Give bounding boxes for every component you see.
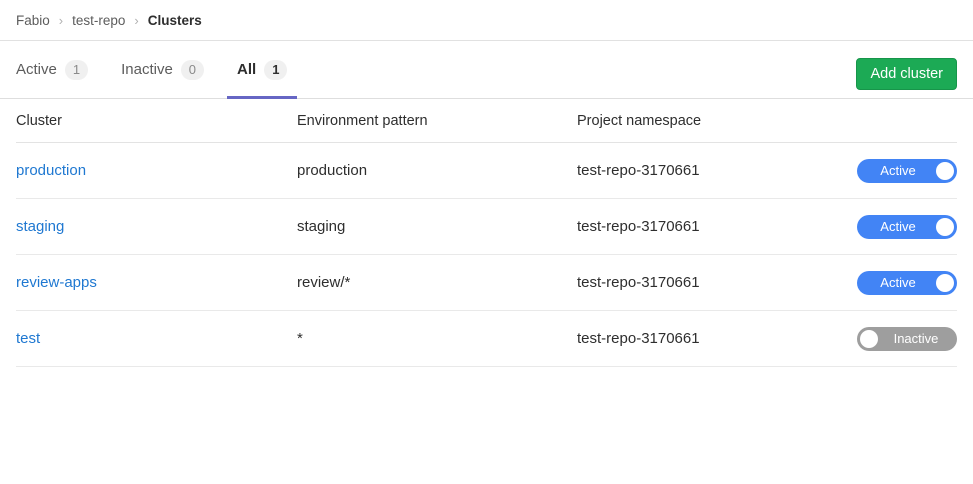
- tab-inactive-label: Inactive: [121, 61, 173, 78]
- toggle-knob-icon: [936, 161, 954, 180]
- table-row: production production test-repo-3170661 …: [16, 143, 957, 199]
- toggle-knob-icon: [936, 217, 954, 236]
- cluster-name-link[interactable]: production: [16, 162, 87, 179]
- environment-pattern-cell: staging: [297, 218, 346, 235]
- breadcrumb: Fabio › test-repo › Clusters: [0, 0, 973, 41]
- cluster-status-toggle[interactable]: Inactive: [857, 326, 957, 351]
- tab-all-label: All: [237, 61, 257, 78]
- toggle-knob-icon: [860, 329, 878, 348]
- environment-pattern-cell: production: [297, 162, 368, 179]
- table-row: test * test-repo-3170661 Inactive: [16, 311, 957, 367]
- cluster-status-toggle[interactable]: Active: [857, 270, 957, 295]
- tab-all[interactable]: All 1: [227, 41, 298, 99]
- toggle-label: Active: [880, 219, 916, 234]
- project-namespace-cell: test-repo-3170661: [577, 274, 700, 291]
- toggle-knob-icon: [936, 273, 954, 292]
- project-namespace-cell: test-repo-3170661: [577, 218, 700, 235]
- project-namespace-cell: test-repo-3170661: [577, 162, 700, 179]
- tab-active-label: Active: [16, 61, 57, 78]
- clusters-table: Cluster Environment pattern Project name…: [0, 99, 973, 367]
- cluster-name-link[interactable]: review-apps: [16, 274, 97, 291]
- table-row: review-apps review/* test-repo-3170661 A…: [16, 255, 957, 311]
- column-header-cluster: Cluster: [16, 112, 62, 129]
- cluster-status-toggle[interactable]: Active: [857, 214, 957, 239]
- add-cluster-button[interactable]: Add cluster: [856, 58, 957, 90]
- cluster-name-link[interactable]: staging: [16, 218, 65, 235]
- tab-active[interactable]: Active 1: [6, 41, 98, 98]
- toggle-label: Active: [880, 275, 916, 290]
- table-header-row: Cluster Environment pattern Project name…: [16, 99, 957, 143]
- tab-all-count-badge: 1: [264, 59, 288, 80]
- breadcrumb-separator: ›: [134, 12, 139, 28]
- breadcrumb-item-group[interactable]: Fabio: [16, 12, 50, 28]
- tab-inactive-count-badge: 0: [180, 59, 205, 80]
- breadcrumb-separator: ›: [58, 12, 64, 28]
- tab-inactive[interactable]: Inactive 0: [111, 41, 214, 98]
- column-header-environment-pattern: Environment pattern: [297, 112, 428, 129]
- table-row: staging staging test-repo-3170661 Active: [16, 199, 957, 255]
- environment-pattern-cell: *: [297, 330, 303, 347]
- tabs-bar: Active 1 Inactive 0 All 1 Add cluster: [0, 41, 973, 99]
- column-header-project-namespace: Project namespace: [577, 112, 702, 129]
- toggle-label: Active: [880, 163, 916, 178]
- breadcrumb-item-current: Clusters: [147, 12, 202, 28]
- breadcrumb-item-project[interactable]: test-repo: [72, 12, 126, 28]
- tab-active-count-badge: 1: [64, 59, 89, 80]
- cluster-tabs: Active 1 Inactive 0 All 1: [6, 41, 310, 99]
- cluster-status-toggle[interactable]: Active: [857, 158, 957, 183]
- toggle-label: Inactive: [893, 331, 939, 346]
- environment-pattern-cell: review/*: [297, 274, 351, 291]
- project-namespace-cell: test-repo-3170661: [577, 330, 700, 347]
- cluster-name-link[interactable]: test: [16, 330, 41, 347]
